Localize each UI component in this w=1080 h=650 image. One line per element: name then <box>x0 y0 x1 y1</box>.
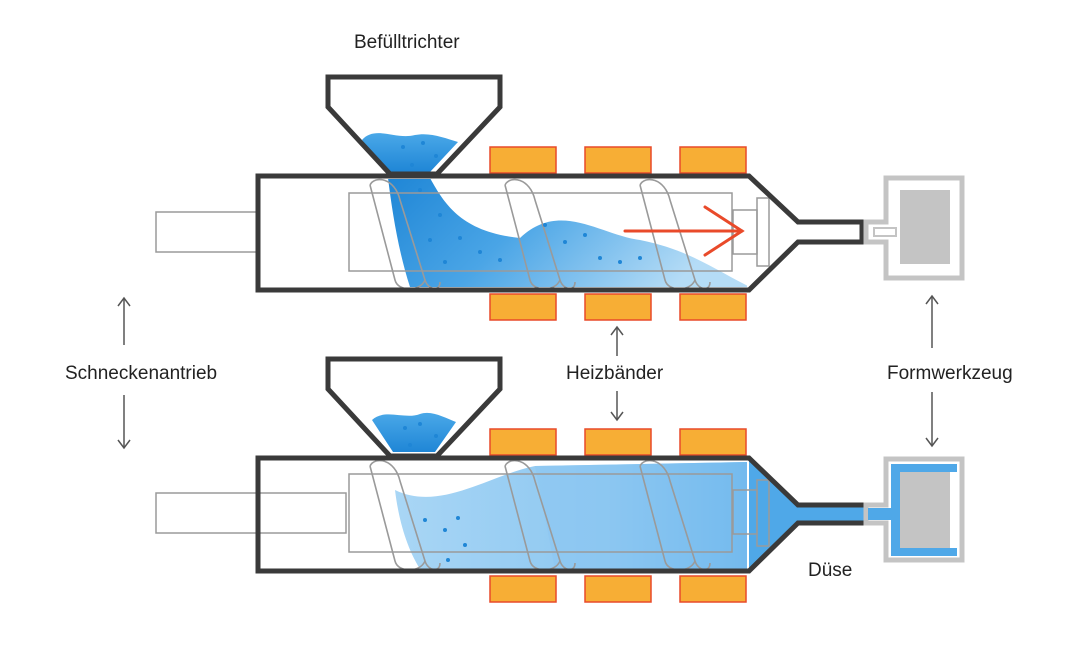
mold-arrows <box>925 294 939 448</box>
machine-bottom <box>155 356 965 603</box>
drive-shaft <box>155 211 260 253</box>
heater-band <box>584 428 652 456</box>
heater-bands-bottom <box>489 428 747 603</box>
melt-bottom <box>395 462 747 569</box>
heater-band <box>679 575 747 603</box>
screw-core <box>348 473 733 553</box>
mold-top <box>863 175 965 281</box>
heater-band <box>489 146 557 174</box>
injection-arrow <box>623 205 745 257</box>
heater-arrows <box>610 325 624 422</box>
mold-label: Formwerkzeug <box>887 363 1013 384</box>
heater-bands-label: Heizbänder <box>566 363 664 384</box>
hopper-granules <box>362 133 458 172</box>
granules-bottom <box>403 422 467 562</box>
granules-top <box>401 141 642 264</box>
barrel-top <box>255 173 865 293</box>
mold-bottom <box>863 456 965 563</box>
heater-bands-top <box>489 146 747 321</box>
heater-band <box>584 575 652 603</box>
heater-band <box>679 428 747 456</box>
heater-band <box>584 293 652 321</box>
heater-band <box>489 293 557 321</box>
heater-band <box>584 146 652 174</box>
screw-tip <box>756 197 770 267</box>
annotation-arrows <box>117 294 939 450</box>
screw-tip <box>756 479 770 547</box>
heater-band <box>679 293 747 321</box>
heater-band <box>489 428 557 456</box>
nozzle-label: Düse <box>808 560 853 581</box>
hopper-bottom <box>325 356 503 459</box>
screw-drive-arrows <box>117 296 131 450</box>
hopper-granules <box>372 412 456 452</box>
hopper-top <box>325 74 503 177</box>
heater-band <box>489 575 557 603</box>
drive-shaft <box>155 492 347 534</box>
hopper-label: Befülltrichter <box>354 32 460 53</box>
machine-top <box>155 74 965 321</box>
melt-top <box>388 179 747 287</box>
screw-drive-label: Schneckenantrieb <box>65 363 218 384</box>
heater-band <box>679 146 747 174</box>
